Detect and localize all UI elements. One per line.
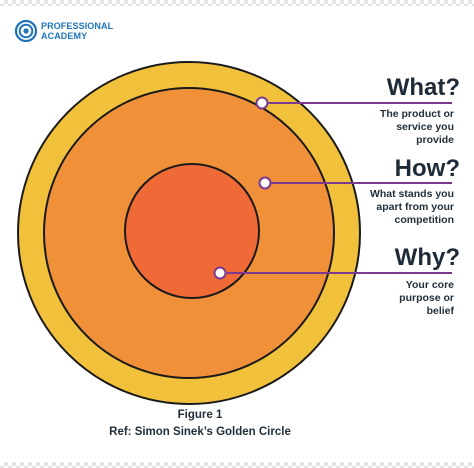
how-title: How?: [394, 155, 460, 182]
what-description-line: The product or: [379, 108, 454, 120]
what-marker-dot: [255, 96, 269, 110]
why-description: Your core purpose or belief: [399, 279, 454, 318]
transparency-strip-top: [0, 0, 474, 6]
how-description: What stands you apart from your competit…: [370, 188, 454, 227]
how-description-line: What stands you: [369, 188, 454, 200]
brand-name: PROFESSIONAL ACADEMY: [41, 21, 113, 41]
how-description-line: competition: [394, 214, 455, 226]
brand-logo: PROFESSIONAL ACADEMY: [15, 20, 113, 42]
what-description-line: service you: [396, 121, 454, 133]
figure-caption: Figure 1: [177, 409, 223, 421]
why-description-line: Your core: [405, 279, 454, 291]
target-logo-icon: [15, 20, 37, 42]
transparency-strip-bottom: [0, 462, 474, 468]
brand-name-line1: PROFESSIONAL: [41, 21, 114, 31]
why-description-line: belief: [426, 305, 454, 317]
why-description-line: purpose or: [399, 292, 454, 304]
why-marker-dot: [213, 266, 227, 280]
why-title: Why?: [394, 244, 460, 271]
figure-reference: Ref: Simon Sinek’s Golden Circle: [109, 426, 291, 438]
what-description: The product or service you provide: [380, 108, 454, 147]
brand-name-line2: ACADEMY: [41, 31, 88, 41]
inner-circle-why: [124, 163, 260, 299]
what-description-line: provide: [416, 134, 454, 146]
how-description-line: apart from your: [376, 201, 454, 213]
how-marker-dot: [258, 176, 272, 190]
what-title: What?: [386, 74, 460, 101]
